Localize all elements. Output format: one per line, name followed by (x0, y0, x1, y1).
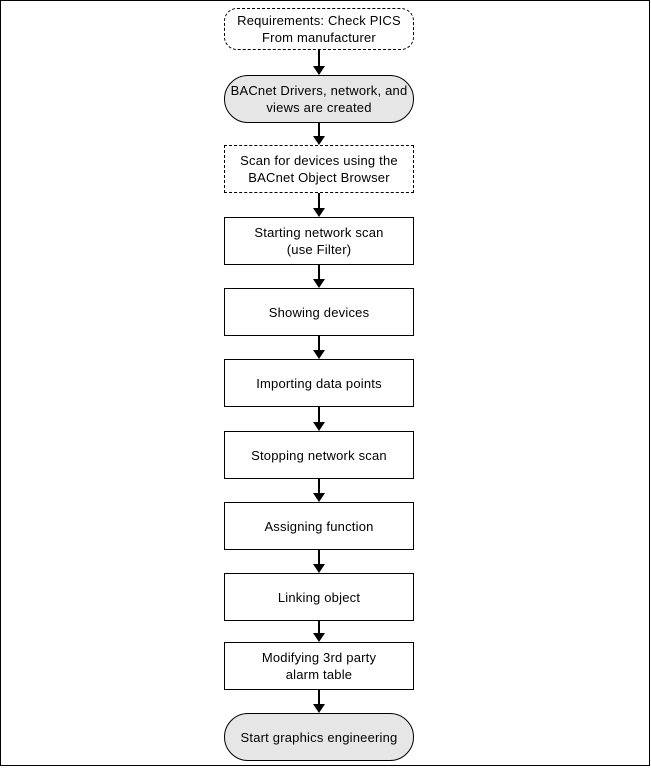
arrow-down-icon (313, 422, 325, 431)
node-label-line: BACnet Object Browser (248, 170, 390, 185)
flowchart-node-assigning-function: Assigning function (224, 502, 414, 550)
flow-arrow (224, 550, 414, 573)
node-label-line: Scan for devices using the (240, 153, 398, 168)
arrow-down-icon (313, 136, 325, 145)
node-label-line: Requirements: Check PICS (237, 13, 401, 28)
flow-arrow (224, 407, 414, 431)
arrow-line (318, 193, 320, 210)
arrow-down-icon (313, 704, 325, 713)
node-label-line: From manufacturer (262, 30, 376, 45)
arrow-down-icon (313, 350, 325, 359)
arrow-down-icon (313, 66, 325, 75)
flow-arrow (224, 265, 414, 288)
arrow-line (318, 690, 320, 706)
flowchart-node-requirements: Requirements: Check PICS From manufactur… (224, 8, 414, 50)
node-label-line: Modifying 3rd party (261, 650, 377, 665)
node-label-line: alarm table (285, 667, 353, 682)
flow-arrow (224, 123, 414, 145)
node-label-line: Importing data points (256, 375, 382, 391)
arrow-line (318, 50, 320, 68)
node-label-line: Assigning function (264, 518, 374, 534)
node-label-line: BACnet Drivers, network, and (230, 83, 408, 98)
arrow-line (318, 123, 320, 138)
flowchart-node-stopping-network-scan: Stopping network scan (224, 431, 414, 479)
arrow-line (318, 265, 320, 281)
node-label-line: views are created (266, 100, 372, 115)
arrow-down-icon (313, 633, 325, 642)
flow-arrow (224, 336, 414, 359)
arrow-down-icon (313, 564, 325, 573)
flowchart-node-drivers-created: BACnet Drivers, network, and views are c… (224, 75, 414, 123)
flowchart-node-linking-object: Linking object (224, 573, 414, 621)
flowchart-node-showing-devices: Showing devices (224, 288, 414, 336)
node-label-line: Linking object (277, 589, 361, 605)
node-label-line: Start graphics engineering (240, 729, 398, 745)
flowchart-node-scan-for-devices: Scan for devices using the BACnet Object… (224, 145, 414, 193)
arrow-line (318, 479, 320, 495)
flow-arrow (224, 193, 414, 217)
flowchart-node-start-graphics-engineering: Start graphics engineering (224, 713, 414, 761)
arrow-down-icon (313, 279, 325, 288)
flow-arrow (224, 621, 414, 642)
arrow-down-icon (313, 493, 325, 502)
node-label-line: Starting network scan (254, 225, 384, 240)
flowchart-node-starting-network-scan: Starting network scan (use Filter) (224, 217, 414, 265)
arrow-down-icon (313, 208, 325, 217)
node-label-line: Showing devices (268, 304, 370, 320)
flowchart-node-modifying-alarm-table: Modifying 3rd party alarm table (224, 642, 414, 690)
flow-arrow (224, 50, 414, 75)
arrow-line (318, 550, 320, 566)
arrow-line (318, 407, 320, 424)
node-label-line: (use Filter) (286, 242, 352, 257)
arrow-line (318, 336, 320, 352)
flow-arrow (224, 690, 414, 713)
node-label-line: Stopping network scan (251, 447, 387, 463)
arrow-line (318, 621, 320, 635)
flowchart-node-importing-data-points: Importing data points (224, 359, 414, 407)
flow-arrow (224, 479, 414, 502)
